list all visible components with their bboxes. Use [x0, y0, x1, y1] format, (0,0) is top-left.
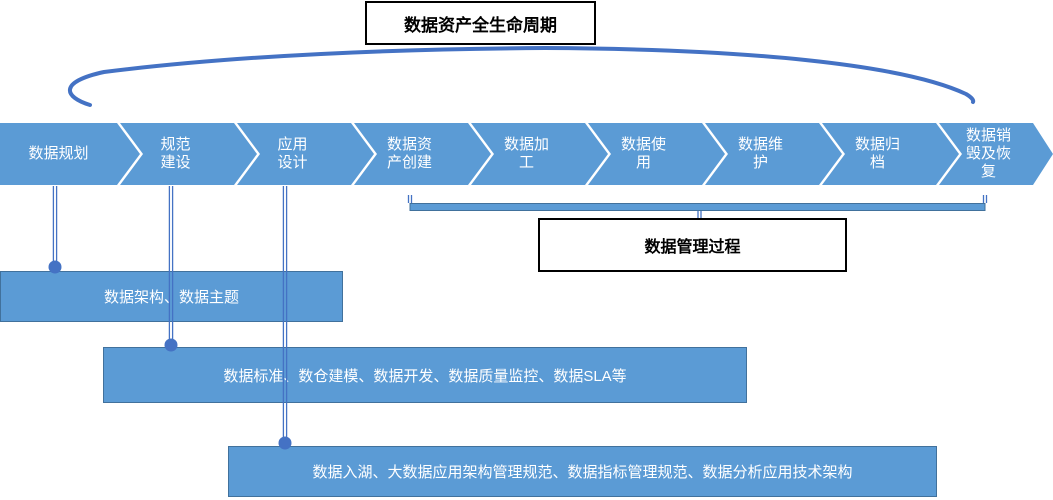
- detail-box-label: 数据入湖、大数据应用架构管理规范、数据指标管理规范、数据分析应用技术架构: [312, 464, 853, 481]
- stage-label: 数据规划: [28, 145, 89, 162]
- management-bracket: [407, 195, 988, 218]
- management-process-label: 数据管理过程: [538, 218, 847, 272]
- stage-label: 数据加 工: [503, 136, 549, 171]
- stage-data-planning: 数据规划: [0, 123, 140, 185]
- detail-box-label: 数据标准、数仓建模、数据开发、数据质量监控、数据SLA等: [223, 367, 627, 385]
- lifecycle-arc-brace: [68, 45, 976, 107]
- stage-label: 数据维 护: [737, 136, 783, 171]
- stage-data-usage: 数据使 用: [588, 123, 725, 185]
- detail-box-standard-construction: 数据标准、数仓建模、数据开发、数据质量监控、数据SLA等: [103, 347, 747, 403]
- management-process-text: 数据管理过程: [644, 239, 741, 256]
- stage-label: 数据使 用: [620, 136, 666, 171]
- detail-box-application-design: 数据入湖、大数据应用架构管理规范、数据指标管理规范、数据分析应用技术架构: [228, 446, 937, 497]
- connector-standard-construction: [164, 186, 178, 352]
- diagram-title-text: 数据资产全生命周期: [404, 15, 557, 35]
- detail-box-label: 数据架构、数据主题: [103, 289, 239, 306]
- connector-data-planning: [48, 186, 62, 274]
- stage-label: 数据归 档: [854, 136, 900, 171]
- stage-label: 数据资 产创建: [386, 136, 432, 171]
- stage-label: 规范 建设: [160, 136, 191, 171]
- stage-label: 数据销 毁及恢 复: [965, 127, 1011, 180]
- diagram-title: 数据资产全生命周期: [365, 1, 596, 45]
- stage-label: 应用 设计: [277, 136, 308, 171]
- detail-box-data-planning: 数据架构、数据主题: [0, 271, 343, 322]
